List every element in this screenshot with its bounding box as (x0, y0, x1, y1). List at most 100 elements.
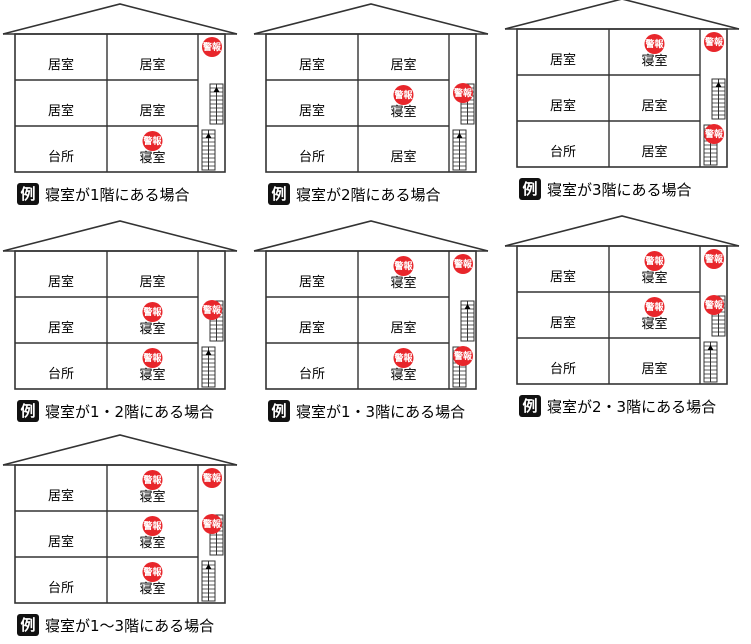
alarm-label: 警報 (705, 36, 724, 48)
alarm-label: 警報 (203, 41, 222, 53)
alarm-badge: 警報 (202, 37, 222, 57)
room-label-right: 寝室 (390, 367, 416, 383)
alarm-label: 警報 (454, 87, 473, 99)
alarm-circle (202, 300, 222, 320)
alarm-circle (393, 85, 414, 105)
example-tag-label: 例 (271, 185, 286, 203)
stair-up-arrow (456, 133, 463, 138)
staircase (703, 341, 718, 383)
room-label-left: 台所 (48, 150, 74, 165)
room-label-left: 居室 (48, 534, 74, 550)
house-body (265, 33, 477, 173)
alarm-circle (644, 251, 665, 271)
example-tag-label: 例 (522, 397, 537, 415)
alarm-badge: 警報 (142, 131, 163, 151)
alarm-badge: 警報 (644, 251, 665, 271)
example-tag (17, 614, 39, 636)
alarm-circle (202, 468, 222, 488)
alarm-circle (453, 83, 473, 103)
alarm-badge: 警報 (142, 562, 163, 582)
alarm-circle (644, 34, 665, 54)
house-panel: 居室寝室警報警報居室寝室警報警報台所居室例寝室が2・3階にある場合 (504, 215, 740, 417)
alarm-circle (142, 131, 163, 151)
caption-text: 寝室が2階にある場合 (296, 186, 441, 204)
alarm-badge: 警報 (393, 348, 414, 368)
alarm-label: 警報 (394, 89, 413, 101)
example-tag-label: 例 (271, 402, 286, 420)
room-label-right: 居室 (641, 144, 667, 160)
alarm-badge: 警報 (202, 300, 222, 320)
alarm-badge: 警報 (202, 514, 222, 534)
room-label-left: 台所 (550, 362, 576, 377)
alarm-badge: 警報 (393, 85, 414, 105)
house-body (14, 33, 226, 173)
alarm-badge: 警報 (142, 470, 163, 490)
alarm-circle (644, 297, 665, 317)
alarm-label: 警報 (454, 350, 473, 362)
alarm-badge: 警報 (393, 256, 414, 276)
alarm-badge: 警報 (644, 297, 665, 317)
house-roof (253, 220, 489, 252)
house-body (14, 464, 226, 604)
house-panel: 居室居室居室寝室警報警報台所寝室警報例寝室が1・2階にある場合 (2, 220, 238, 422)
alarm-circle (704, 32, 724, 52)
example-tag (268, 400, 290, 422)
alarm-label: 警報 (143, 306, 162, 318)
room-label-left: 台所 (48, 581, 74, 596)
room-label-left: 居室 (299, 103, 325, 119)
caption-text: 寝室が1・2階にある場合 (45, 403, 214, 421)
staircase (201, 346, 216, 388)
caption: 例寝室が1階にある場合 (17, 183, 190, 205)
stair-up-arrow (715, 82, 722, 87)
room-label-left: 居室 (48, 274, 74, 290)
room-label-left: 居室 (299, 320, 325, 336)
room-label-right: 寝室 (139, 150, 165, 166)
room-label-left: 居室 (550, 315, 576, 331)
house-panel: 居室居室居室寝室警報警報台所居室例寝室が2階にある場合 (253, 3, 489, 205)
house-body (516, 28, 728, 168)
alarm-label: 警報 (203, 304, 222, 316)
alarm-badge: 警報 (704, 249, 724, 269)
alarm-badge: 警報 (142, 516, 163, 536)
room-label-right: 居室 (390, 149, 416, 165)
alarm-label: 警報 (645, 255, 664, 267)
house-panel: 居室寝室警報警報居室居室台所居室警報例寝室が3階にある場合 (504, 0, 740, 200)
room-label-right: 居室 (390, 320, 416, 336)
alarm-label: 警報 (143, 135, 162, 147)
alarm-circle (142, 470, 163, 490)
room-label-right: 居室 (390, 57, 416, 73)
house-panel: 居室居室警報居室居室台所寝室警報例寝室が1階にある場合 (2, 3, 238, 205)
room-label-left: 台所 (48, 367, 74, 382)
caption: 例寝室が2・3階にある場合 (519, 395, 716, 417)
alarm-circle (142, 348, 163, 368)
stair-up-arrow (205, 564, 212, 569)
caption-text: 寝室が3階にある場合 (547, 181, 692, 199)
room-label-left: 居室 (48, 488, 74, 504)
alarm-circle (453, 254, 473, 274)
house-panel: 居室寝室警報警報居室寝室警報警報台所寝室警報例寝室が1〜3階にある場合 (2, 434, 238, 636)
caption: 例寝室が3階にある場合 (519, 178, 692, 200)
room-label-right: 居室 (139, 274, 165, 290)
alarm-badge: 警報 (453, 83, 473, 103)
caption: 例寝室が1・2階にある場合 (17, 400, 214, 422)
room-label-left: 台所 (299, 150, 325, 165)
alarm-label: 警報 (705, 128, 724, 140)
stair-up-arrow (205, 133, 212, 138)
room-label-right: 寝室 (390, 275, 416, 291)
room-label-left: 居室 (299, 274, 325, 290)
caption: 例寝室が1〜3階にある場合 (17, 614, 214, 636)
alarm-badge: 警報 (142, 348, 163, 368)
staircase (460, 300, 475, 342)
caption-text: 寝室が1階にある場合 (45, 186, 190, 204)
alarm-badge: 警報 (202, 468, 222, 488)
house-roof (504, 215, 740, 247)
room-label-right: 居室 (641, 98, 667, 114)
room-label-left: 居室 (48, 103, 74, 119)
room-label-left: 居室 (550, 269, 576, 285)
staircase (201, 129, 216, 171)
alarm-label: 警報 (143, 520, 162, 532)
alarm-label: 警報 (143, 566, 162, 578)
alarm-label: 警報 (705, 253, 724, 265)
alarm-circle (202, 514, 222, 534)
stair-up-arrow (707, 345, 714, 350)
